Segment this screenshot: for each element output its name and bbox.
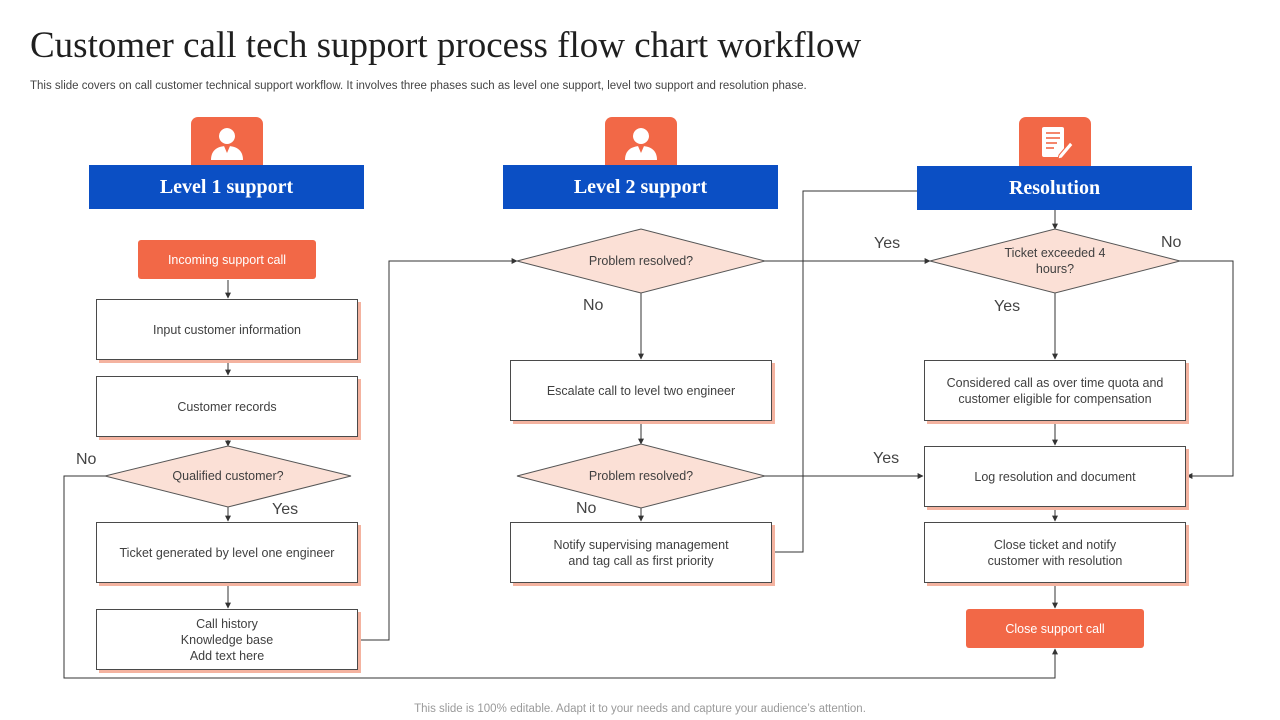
label-no-exceeded: No	[1161, 234, 1182, 251]
resolution-icon-tile	[1019, 117, 1091, 167]
diamond-problem-resolved-2	[516, 443, 766, 509]
node-incoming-support-call: Incoming support call	[138, 240, 316, 279]
node-ticket-generated: Ticket generated by level one engineer	[96, 522, 358, 583]
label-qualified-customer: Qualified customer?	[172, 469, 284, 483]
node-close-support-call: Close support call	[966, 609, 1144, 648]
level1-icon-tile	[191, 117, 263, 167]
label-problem-resolved-1: Problem resolved?	[588, 254, 694, 268]
diamond-problem-resolved-1	[516, 228, 766, 294]
label-yes-qualified: Yes	[272, 501, 299, 518]
label-ticket-exceeded: Ticket exceeded 4 hours?	[1004, 246, 1106, 276]
connector	[772, 190, 917, 553]
page-footer: This slide is 100% editable. Adapt it to…	[414, 703, 866, 715]
diamond-qualified-customer	[104, 445, 352, 508]
node-close-ticket: Close ticket and notify customer with re…	[924, 522, 1186, 583]
label-yes-resolved-1: Yes	[874, 235, 901, 252]
level2-icon-tile	[605, 117, 677, 167]
user-headset-icon	[211, 126, 243, 160]
node-call-history: Call history Knowledge base Add text her…	[96, 609, 358, 670]
label-yes-exceeded: Yes	[994, 298, 1021, 315]
label-no-resolved-2: No	[576, 500, 597, 517]
label-problem-resolved-2: Problem resolved?	[588, 469, 694, 483]
user-headset-icon	[625, 126, 657, 160]
page-title: Customer call tech support process flow …	[30, 25, 862, 66]
document-pen-icon	[1042, 127, 1074, 160]
label-yes-resolved-2: Yes	[873, 450, 900, 467]
connector	[63, 475, 1058, 679]
header-level2-support: Level 2 support	[503, 165, 778, 209]
node-considered-over-time: Considered call as over time quota and c…	[924, 360, 1186, 421]
label-no-resolved-1: No	[583, 297, 604, 314]
page-subtitle: This slide covers on call customer techn…	[30, 80, 807, 92]
node-input-customer-information: Input customer information	[96, 299, 358, 360]
node-escalate-call: Escalate call to level two engineer	[510, 360, 772, 421]
connector	[358, 258, 518, 641]
node-notify-supervising-management: Notify supervising management and tag ca…	[510, 522, 772, 583]
label-no-qualified: No	[76, 451, 97, 468]
header-resolution: Resolution	[917, 166, 1192, 210]
diamond-ticket-exceeded	[929, 228, 1181, 294]
header-level1-support: Level 1 support	[89, 165, 364, 209]
node-customer-records: Customer records	[96, 376, 358, 437]
node-log-resolution: Log resolution and document	[924, 446, 1186, 507]
connector	[1180, 260, 1234, 479]
